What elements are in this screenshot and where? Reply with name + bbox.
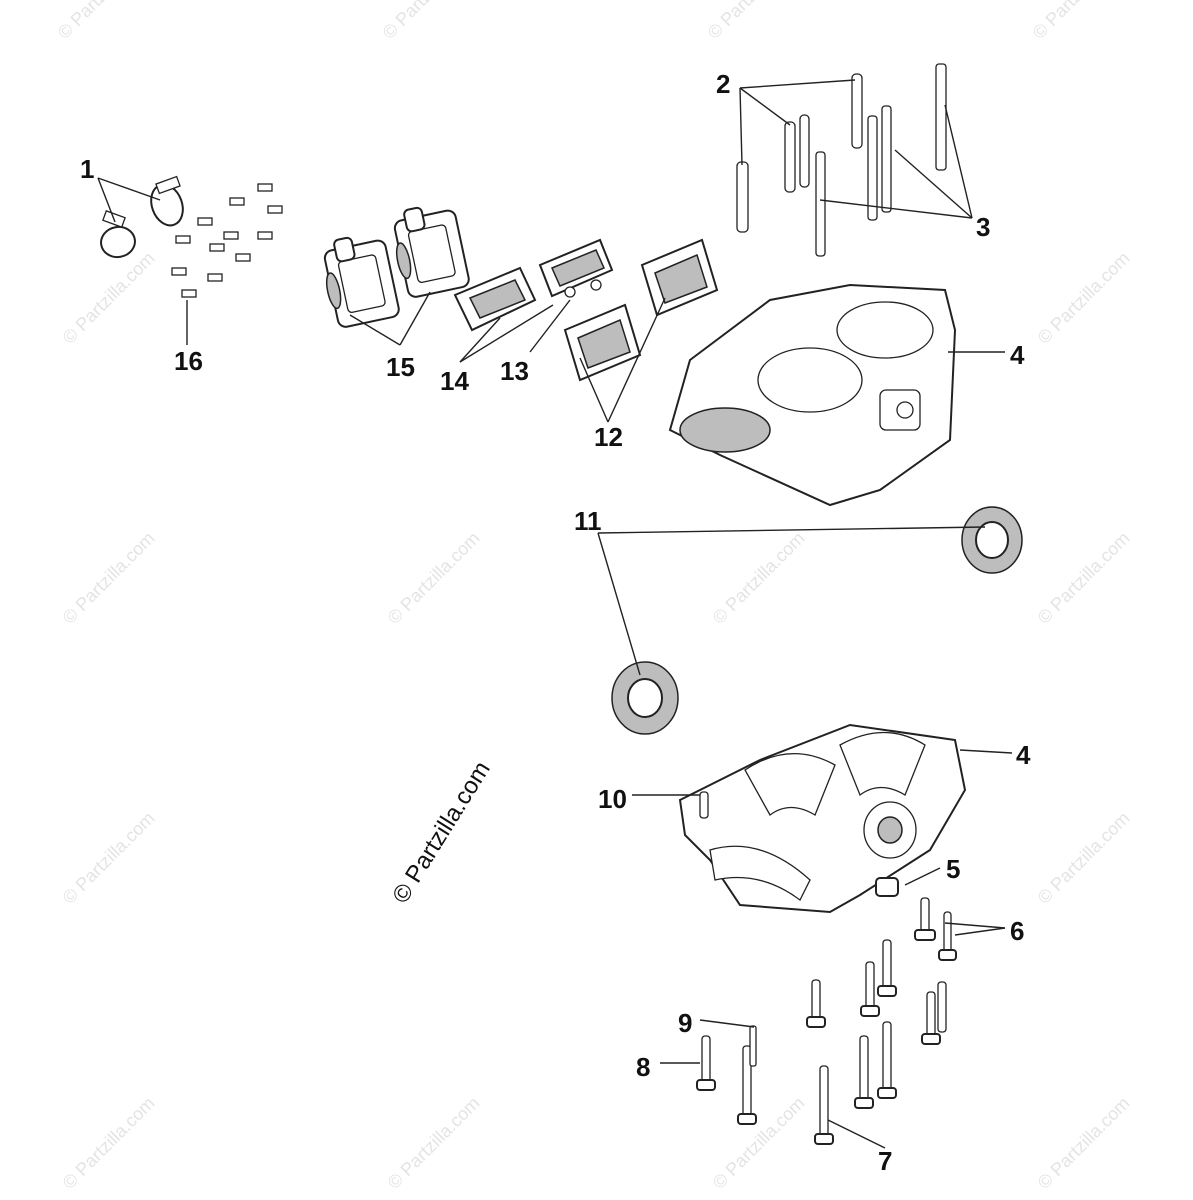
copyright-text: © Partzilla.com <box>387 757 496 908</box>
callout-16[interactable]: 16 <box>174 346 203 376</box>
watermark: © Partzilla.com <box>704 0 804 43</box>
watermark: © Partzilla.com <box>709 1093 809 1193</box>
part-screws-small[interactable] <box>171 183 283 298</box>
callout-9[interactable]: 9 <box>678 1008 692 1038</box>
watermark: © Partzilla.com <box>384 528 484 628</box>
part-reed-stops[interactable] <box>564 279 602 298</box>
callout-5[interactable]: 5 <box>946 854 960 884</box>
watermark: © Partzilla.com <box>1034 248 1134 348</box>
part-hose-clamps[interactable] <box>99 175 189 260</box>
callout-7[interactable]: 7 <box>878 1146 892 1176</box>
callout-8[interactable]: 8 <box>636 1052 650 1082</box>
part-reed-housings[interactable] <box>318 200 471 329</box>
part-lower-crankcase[interactable] <box>678 723 967 914</box>
watermark: © Partzilla.com <box>59 1093 159 1193</box>
part-upper-crankcase[interactable] <box>668 283 957 507</box>
callout-labels: 1 2 3 4 4 5 6 7 8 9 10 11 12 13 14 15 16 <box>80 69 1031 1176</box>
leader-lines <box>97 79 1013 1149</box>
watermark: © Partzilla.com <box>59 248 159 348</box>
watermark: © Partzilla.com <box>1034 808 1134 908</box>
callout-1[interactable]: 1 <box>80 154 94 184</box>
watermark: © Partzilla.com <box>1034 528 1134 628</box>
callout-4-upper[interactable]: 4 <box>1010 340 1025 370</box>
watermark-layer: © Partzilla.com © Partzilla.com © Partzi… <box>54 0 1134 1193</box>
callout-4-lower[interactable]: 4 <box>1016 740 1031 770</box>
callout-2[interactable]: 2 <box>716 69 730 99</box>
part-crank-seals[interactable] <box>611 506 1023 735</box>
callout-11[interactable]: 11 <box>574 506 602 536</box>
watermark: © Partzilla.com <box>1029 0 1129 43</box>
watermark: © Partzilla.com <box>59 528 159 628</box>
callout-3[interactable]: 3 <box>976 212 990 242</box>
watermark: © Partzilla.com <box>59 808 159 908</box>
callout-12[interactable]: 12 <box>594 422 623 452</box>
watermark: © Partzilla.com <box>384 1093 484 1193</box>
watermark: © Partzilla.com <box>1034 1093 1134 1193</box>
watermark: © Partzilla.com <box>379 0 479 43</box>
callout-15[interactable]: 15 <box>386 352 415 382</box>
callout-10[interactable]: 10 <box>598 784 627 814</box>
callout-13[interactable]: 13 <box>500 356 529 386</box>
watermark: © Partzilla.com <box>54 0 154 43</box>
part-reed-cages[interactable] <box>563 238 719 382</box>
part-studs-and-pins[interactable] <box>736 63 947 257</box>
watermark: © Partzilla.com <box>709 528 809 628</box>
callout-6[interactable]: 6 <box>1010 916 1024 946</box>
part-reed-blocks[interactable] <box>453 238 614 332</box>
part-plug[interactable] <box>875 877 899 897</box>
part-crankcase-bolts[interactable] <box>696 897 957 1145</box>
callout-14[interactable]: 14 <box>440 366 469 396</box>
part-dowel[interactable] <box>699 791 709 819</box>
copyright-mark: © Partzilla.com <box>387 757 496 908</box>
